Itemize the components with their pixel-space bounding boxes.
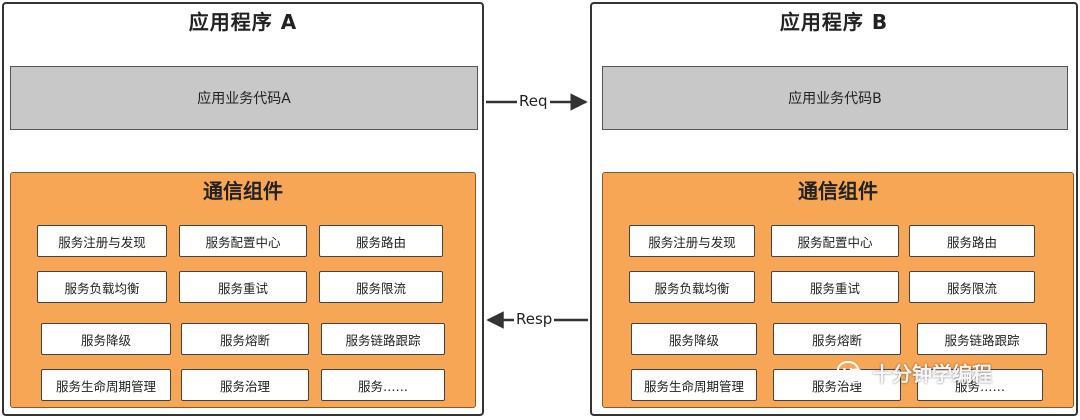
watermark-text: 十分钟学编程 — [872, 362, 992, 386]
service-box: 服务熔断 — [773, 323, 901, 355]
service-box: 服务治理 — [181, 369, 309, 401]
application-a-box: 应用程序 A 应用业务代码A 通信组件 服务注册与发现 服务配置中心 服务路由 … — [2, 2, 484, 416]
service-box: 服务链路跟踪 — [917, 323, 1047, 355]
application-b-communication-component: 通信组件 服务注册与发现 服务配置中心 服务路由 服务负载均衡 服务重试 服务限… — [602, 172, 1074, 408]
service-box: 服务配置中心 — [771, 225, 899, 257]
service-box: 服务重试 — [771, 271, 899, 303]
service-box: 服务注册与发现 — [37, 225, 167, 257]
service-box: 服务…… — [321, 369, 445, 401]
service-box: 服务限流 — [319, 271, 443, 303]
service-box: 服务负载均衡 — [629, 271, 755, 303]
application-b-component-title: 通信组件 — [798, 179, 878, 203]
application-b-box: 应用程序 B 应用业务代码B 通信组件 服务注册与发现 服务配置中心 服务路由 … — [590, 2, 1078, 416]
watermark: 十分钟学编程 — [836, 358, 992, 387]
request-label: Req — [517, 92, 550, 110]
service-box: 服务生命周期管理 — [41, 369, 171, 401]
application-a-title: 应用程序 A — [188, 10, 298, 34]
service-box: 服务重试 — [179, 271, 307, 303]
service-box: 服务限流 — [909, 271, 1035, 303]
response-label: Resp — [514, 310, 555, 328]
service-box: 服务…… — [917, 369, 1043, 401]
application-a-communication-component: 通信组件 服务注册与发现 服务配置中心 服务路由 服务负载均衡 服务重试 服务限… — [10, 172, 476, 408]
service-box: 服务降级 — [41, 323, 171, 355]
service-box: 服务治理 — [773, 369, 901, 401]
service-box: 服务熔断 — [181, 323, 309, 355]
wechat-icon — [836, 360, 866, 386]
application-b-business-code: 应用业务代码B — [602, 66, 1068, 130]
service-box: 服务配置中心 — [179, 225, 307, 257]
application-a-component-title: 通信组件 — [203, 179, 283, 203]
service-box: 服务路由 — [909, 225, 1035, 257]
service-box: 服务注册与发现 — [629, 225, 755, 257]
service-box: 服务路由 — [319, 225, 443, 257]
service-box: 服务链路跟踪 — [321, 323, 445, 355]
service-box: 服务生命周期管理 — [631, 369, 757, 401]
application-b-title: 应用程序 B — [779, 10, 889, 34]
service-box: 服务负载均衡 — [37, 271, 167, 303]
service-box: 服务降级 — [631, 323, 757, 355]
application-a-business-code: 应用业务代码A — [10, 66, 478, 130]
